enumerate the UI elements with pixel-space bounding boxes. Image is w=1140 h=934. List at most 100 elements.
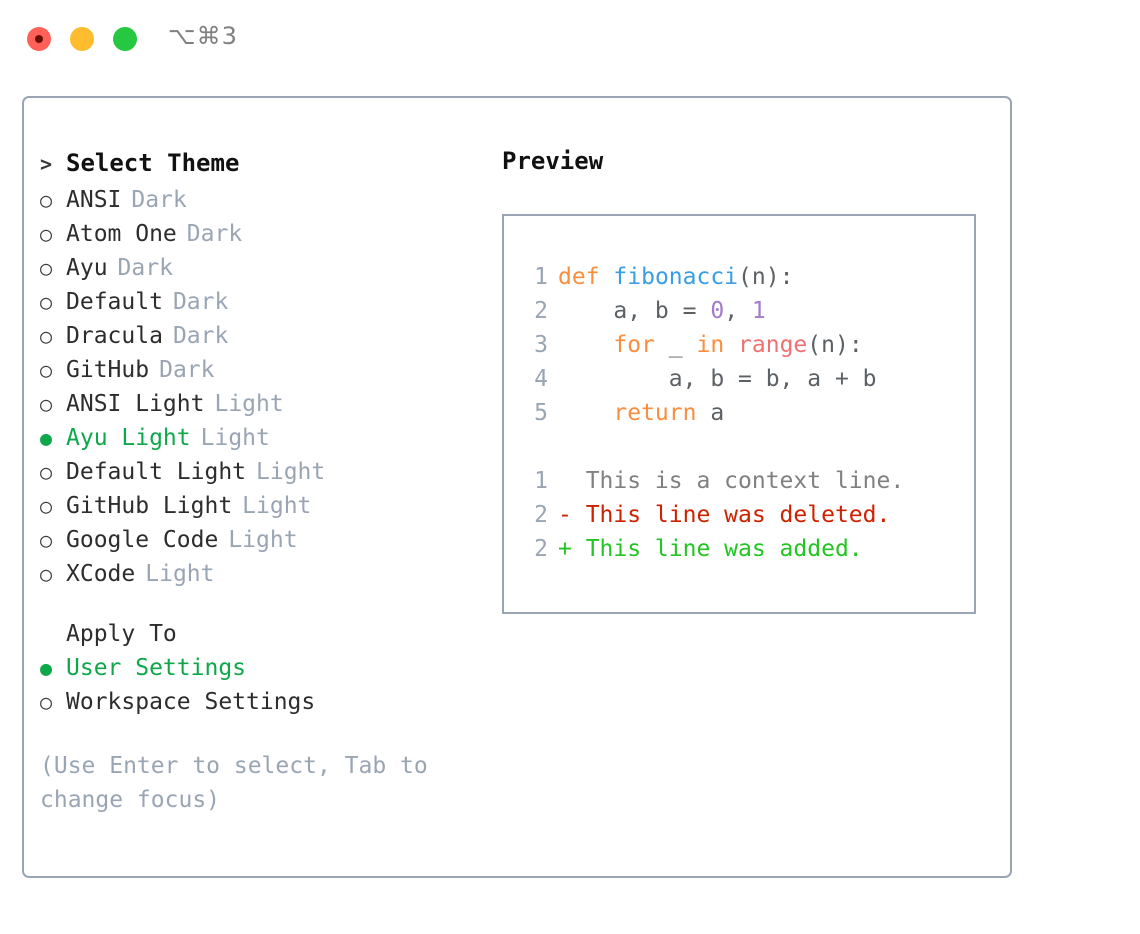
radio-unselected-icon: ○ [40, 392, 53, 416]
code-text: def fibonacci(n): [558, 260, 793, 294]
theme-variant-badge: Light [145, 561, 215, 587]
token-kw: def [558, 264, 600, 290]
token-plain: _ [654, 332, 697, 358]
token-punct: (n): [807, 332, 863, 358]
apply-to-list: ●User Settings○Workspace Settings [40, 651, 480, 719]
line-number: 2 [534, 298, 548, 324]
theme-name: Dracula [66, 323, 163, 349]
radio-unselected-icon: ○ [40, 494, 53, 518]
token-num: 0 [710, 298, 725, 324]
line-number: 1 [534, 264, 548, 290]
code-text: a, b = 0, 1 [558, 294, 766, 328]
theme-variant-badge: Dark [159, 357, 215, 383]
theme-list-item[interactable]: ○ XCode Light [40, 557, 480, 591]
apply-to-label: Workspace Settings [66, 689, 316, 715]
code-line: 3 for _ in range(n): [518, 328, 968, 362]
theme-variant-badge: Dark [172, 323, 229, 349]
token-plain: a, b = [558, 298, 711, 324]
radio-unselected-icon: ○ [40, 324, 53, 348]
token-plain: a, b = b, a + b [558, 366, 877, 392]
token-plain [724, 332, 738, 358]
theme-variant-badge: Dark [186, 221, 243, 247]
radio-unselected-icon: ○ [40, 562, 53, 586]
apply-to-option[interactable]: ●User Settings [40, 651, 480, 685]
code-text: return a [558, 396, 724, 430]
token-plain [558, 400, 613, 426]
radio-unselected-icon: ○ [40, 188, 53, 212]
list-spacer [40, 591, 480, 617]
theme-variant-badge: Dark [117, 255, 173, 281]
code-line: 2 a, b = 0, 1 [518, 294, 968, 328]
theme-list-item[interactable]: ● Ayu Light Light [40, 421, 480, 455]
close-button-icon[interactable] [27, 27, 51, 51]
theme-list-item[interactable]: ○ Ayu Dark [40, 251, 480, 285]
theme-list-item[interactable]: ○ Dracula Dark [40, 319, 480, 353]
theme-name: Default [66, 289, 163, 315]
diff-sample: 1 This is a context line.2- This line wa… [518, 464, 968, 566]
line-number: 3 [534, 332, 548, 358]
preview-title: Preview [502, 147, 604, 175]
theme-list-item[interactable]: ○ Google Code Light [40, 523, 480, 557]
radio-unselected-icon: ○ [40, 460, 53, 484]
theme-variant-badge: Light [242, 493, 312, 519]
theme-name: GitHub Light [66, 493, 233, 519]
radio-unselected-icon: ○ [40, 256, 53, 280]
apply-to-label: User Settings [66, 655, 247, 681]
theme-picker-header: > Select Theme [40, 144, 480, 183]
token-kw: in [696, 332, 725, 358]
token-builtin: range [738, 332, 808, 358]
title-bar: ⌥⌘3 [0, 0, 1140, 76]
theme-variant-badge: Light [256, 459, 326, 485]
minimize-button-icon[interactable] [70, 27, 94, 51]
theme-list-item[interactable]: ○ ANSI Light Light [40, 387, 480, 421]
diff-line: 2+ This line was added. [518, 532, 968, 566]
theme-name: Google Code [66, 527, 219, 553]
diff-text-del: - This line was deleted. [558, 502, 891, 528]
radio-unselected-icon: ○ [40, 528, 53, 552]
theme-variant-badge: Light [228, 527, 298, 553]
diff-text-ctx: This is a context line. [558, 468, 905, 494]
theme-name: ANSI [66, 187, 122, 213]
theme-variant-badge: Light [200, 425, 270, 451]
theme-name: Ayu Light [66, 425, 191, 451]
token-plain: a [696, 400, 725, 426]
token-plain [600, 264, 614, 290]
theme-variant-badge: Dark [131, 187, 187, 213]
line-number: 4 [534, 366, 548, 392]
traffic-light-buttons [27, 27, 137, 51]
theme-list-item[interactable]: ○ GitHub Light Light [40, 489, 480, 523]
zoom-button-icon[interactable] [113, 27, 137, 51]
theme-name: Atom One [66, 221, 177, 247]
theme-name: XCode [66, 561, 136, 587]
theme-variant-badge: Light [214, 391, 284, 417]
line-number: 2 [534, 536, 548, 562]
theme-name: GitHub [66, 357, 150, 383]
diff-line: 2- This line was deleted. [518, 498, 968, 532]
theme-name: Ayu [66, 255, 108, 281]
code-diff-spacer [518, 430, 968, 464]
token-num: 1 [751, 298, 766, 324]
token-kw: for [613, 332, 655, 358]
diff-line: 1 This is a context line. [518, 464, 968, 498]
page-title: Select Theme [66, 149, 240, 177]
token-plain: , [724, 298, 752, 324]
token-plain [558, 332, 613, 358]
code-line: 1 def fibonacci(n): [518, 260, 968, 294]
code-line: 5 return a [518, 396, 968, 430]
radio-selected-icon: ● [40, 426, 53, 450]
apply-to-option[interactable]: ○Workspace Settings [40, 685, 480, 719]
theme-name: ANSI Light [66, 391, 205, 417]
token-punct: (n): [738, 264, 794, 290]
theme-list-item[interactable]: ○ ANSI Dark [40, 183, 480, 217]
